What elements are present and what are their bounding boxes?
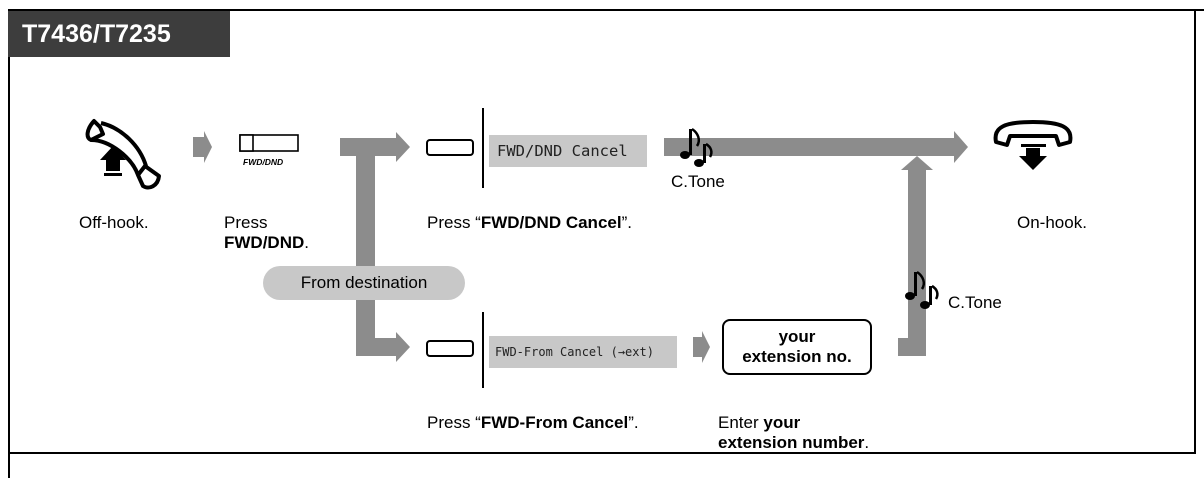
frame-right-border — [1194, 9, 1196, 454]
caption2-open-quote: Press “ — [427, 413, 481, 432]
fwd-from-cancel-bold: FWD-From Cancel — [480, 413, 629, 432]
arrow-to-from-cancel-key — [396, 332, 410, 362]
arrow-up-to-top-bar — [901, 156, 933, 170]
fwd-dnd-cancel-bold: FWD/DND Cancel — [480, 213, 622, 232]
flow-bar-lower-left — [356, 338, 396, 356]
caption2-close-quote: ”. — [628, 413, 639, 432]
tone-note-icon-right — [905, 270, 939, 309]
ext-box-line2: extension no. — [742, 347, 852, 366]
soft-key-icon-bottom — [426, 340, 474, 357]
frame-left-border — [8, 9, 10, 478]
your-bold: your — [763, 413, 801, 432]
flow-bar-right-vertical — [908, 170, 926, 356]
tone-note-icon-top — [680, 127, 713, 167]
fwd-dnd-bold: FWD/DND — [224, 233, 305, 252]
press-fwd-from-cancel-caption: Press “FWD-From Cancel”. — [427, 413, 639, 433]
lcd-fwd-from-cancel: FWD-From Cancel (→ext) — [489, 336, 677, 368]
flow-bar-branch-vertical — [356, 147, 375, 356]
arrow-offhook-to-press — [193, 131, 212, 163]
arrow-to-cancel-key — [396, 132, 410, 162]
press-caption: Press — [224, 213, 268, 232]
c-tone-label-right: C.Tone — [948, 293, 1002, 312]
arrow-to-onhook — [954, 131, 968, 163]
on-hook-handset-icon — [993, 120, 1073, 170]
lcd-edge-top — [482, 108, 484, 188]
off-hook-handset-icon — [85, 119, 161, 190]
extension-number-box: your extension no. — [722, 319, 872, 375]
flow-bar-top-to-onhook — [664, 138, 954, 156]
off-hook-caption: Off-hook. — [79, 213, 149, 232]
fwd-dnd-button-icon — [239, 134, 299, 152]
enter-text: Enter — [718, 413, 764, 432]
fwd-dnd-key-label: FWD/DND — [243, 157, 284, 167]
frame-top-border — [8, 9, 1204, 11]
arrow-to-extension-box — [693, 331, 710, 363]
soft-key-icon-top — [426, 139, 474, 156]
caption-close-quote: ”. — [621, 213, 632, 232]
enter-caption-line1: Enter your — [718, 413, 800, 433]
c-tone-label-top: C.Tone — [671, 172, 725, 191]
caption-open-quote: Press “ — [427, 213, 481, 232]
press-fwd-dnd-cancel-caption: Press “FWD/DND Cancel”. — [427, 213, 632, 233]
lcd-edge-bottom — [482, 312, 484, 388]
fwd-dnd-caption: FWD/DND. — [224, 233, 309, 253]
ext-box-line1: your — [778, 327, 816, 346]
lcd-fwd-dnd-cancel: FWD/DND Cancel — [489, 135, 647, 167]
extension-number-bold: extension number — [718, 433, 865, 452]
from-destination-label: From destination — [263, 266, 465, 300]
fwd-dnd-period: . — [304, 233, 309, 252]
extension-number-period: . — [864, 433, 870, 452]
frame-bottom-border — [8, 452, 1196, 454]
model-title: T7436/T7235 — [8, 11, 230, 57]
on-hook-caption: On-hook. — [1017, 213, 1087, 232]
flow-bar-lower-right — [898, 338, 926, 356]
enter-caption-line2: extension number. — [718, 433, 869, 453]
